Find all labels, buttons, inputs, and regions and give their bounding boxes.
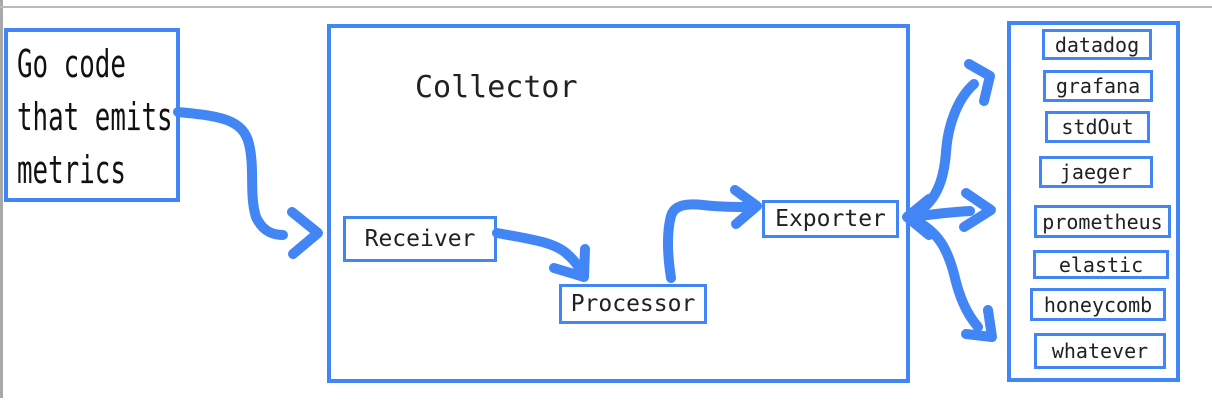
source-note-box: Go code that emits metrics [4, 28, 180, 202]
destination-label: elastic [1058, 252, 1144, 277]
receiver-label: Receiver [364, 226, 476, 252]
destinations-panel: datadog grafana stdOut jaeger prometheus… [1007, 21, 1180, 382]
destination-stdout: stdOut [1045, 111, 1150, 143]
destination-elastic: elastic [1033, 250, 1169, 279]
collector-title: Collector [415, 70, 578, 105]
destination-label: honeycomb [1043, 292, 1153, 317]
collector-box: Collector Receiver Processor Exporter [327, 24, 910, 383]
processor-label: Processor [570, 291, 696, 317]
receiver-box: Receiver [343, 216, 497, 262]
arrow-exporter-fanout-left-head [902, 194, 934, 240]
source-note-text: Go code that emits metrics [17, 38, 187, 197]
arrow-exporter-to-bottom-group [909, 215, 997, 342]
window-edge-top [0, 6, 1212, 8]
source-note-line: that emits [17, 95, 173, 139]
destination-label: datadog [1054, 32, 1140, 57]
destination-label: whatever [1051, 339, 1149, 363]
destination-jaeger: jaeger [1039, 156, 1153, 188]
arrow-exporter-to-top-group [909, 59, 995, 219]
exporter-box: Exporter [762, 200, 899, 238]
source-note-line: metrics [17, 148, 126, 192]
arrow-exporter-to-middle-group [907, 188, 996, 232]
processor-box: Processor [559, 284, 707, 324]
destination-prometheus: prometheus [1034, 205, 1171, 238]
source-note-line: Go code [17, 42, 126, 86]
destination-label: stdOut [1061, 115, 1134, 139]
destination-label: grafana [1055, 74, 1141, 98]
destination-label: jaeger [1059, 160, 1133, 184]
arrow-source-to-receiver [173, 107, 323, 259]
destination-honeycomb: honeycomb [1030, 288, 1166, 321]
exporter-label: Exporter [775, 206, 886, 232]
window-edge-left [0, 0, 3, 398]
destination-grafana: grafana [1043, 70, 1153, 102]
destination-label: prometheus [1042, 209, 1163, 234]
destination-whatever: whatever [1034, 333, 1166, 369]
destination-datadog: datadog [1042, 29, 1152, 60]
